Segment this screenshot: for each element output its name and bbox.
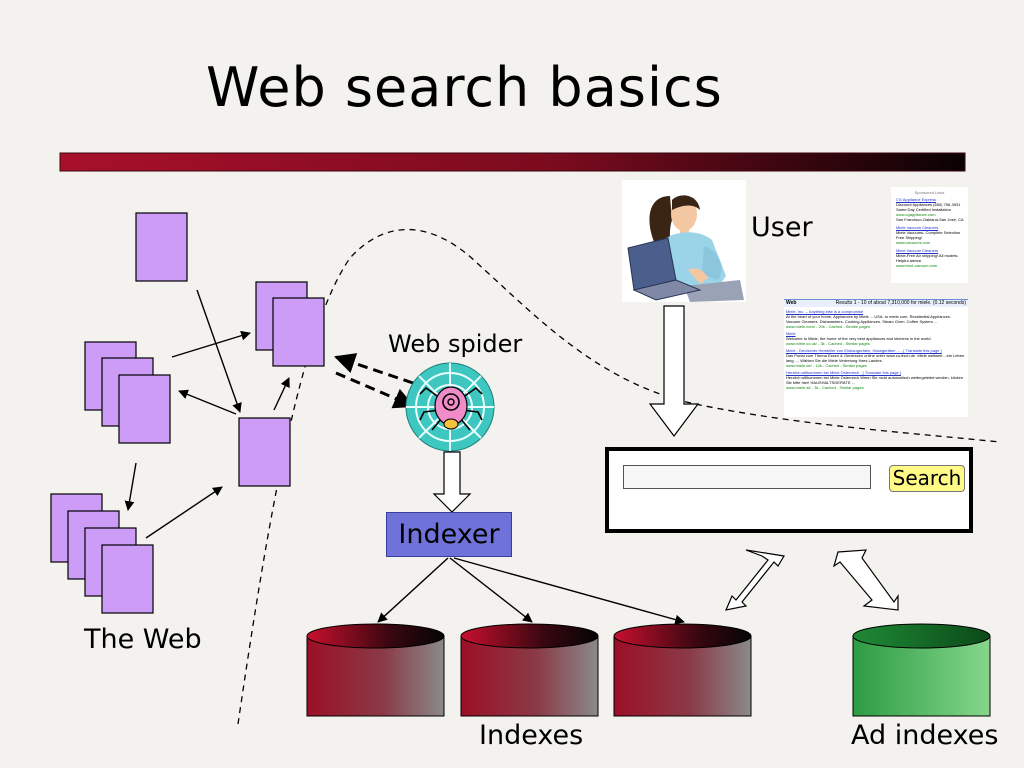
result-item: Miele, Inc. -- Anything else is a compro… xyxy=(786,309,966,329)
result-item: Herzlich willkommen bei Miele Österreich… xyxy=(786,370,966,390)
indexer-output-arrow xyxy=(377,557,449,623)
result-title[interactable]: Herzlich willkommen bei Miele Österreich… xyxy=(786,370,901,375)
result-url: www.miele.co.uk/ - 3k - Cached - Similar… xyxy=(786,341,870,346)
index-db-3 xyxy=(613,623,752,717)
result-title[interactable]: Miele xyxy=(786,331,796,336)
web-spider-label: Web spider xyxy=(388,330,523,358)
ad-extra: San Francisco-Oakland-San Jose, CA xyxy=(896,217,964,222)
spider-crawl-arrows xyxy=(334,353,415,409)
search-button[interactable]: Search xyxy=(889,465,965,492)
sponsored-links-panel: Sponsored Links CG Appliance Express Dis… xyxy=(891,187,968,283)
ad-url: www.cgappliance.com xyxy=(896,212,936,217)
web-page-node xyxy=(118,374,171,444)
indexer-output-arrow xyxy=(449,557,533,623)
search-results-panel: Web Results 1 - 10 of about 7,310,000 fo… xyxy=(784,299,968,417)
ad-item: CG Appliance Express Discount Appliances… xyxy=(896,197,968,222)
search-input[interactable] xyxy=(623,465,871,489)
indexes-label: Indexes xyxy=(479,720,584,751)
web-link-arrow xyxy=(178,389,237,415)
result-snippet: Herzlich willkommen bei Miele Österreich… xyxy=(786,375,964,385)
search-box-panel: Search xyxy=(605,447,973,533)
result-snippet: Welcome to Miele, the home of the very b… xyxy=(786,336,932,341)
ad-url: www.best-vacuum.com xyxy=(896,263,938,268)
ad-text: Discount Appliances (650) 756-3931 Same … xyxy=(896,202,961,212)
ad-index-db xyxy=(852,623,991,717)
ad-url: www.vacuums.com xyxy=(896,240,931,245)
web-links xyxy=(124,289,290,539)
results-header-right: Results 1 - 10 of about 7,310,000 for mi… xyxy=(835,300,966,306)
web-link-arrow xyxy=(145,486,223,539)
ad-item: Miele Vacuum Cleaners Miele-Free Air shi… xyxy=(896,248,968,268)
search-indexes-double-arrow xyxy=(724,549,785,611)
ad-title[interactable]: Miele Vacuum Cleaners xyxy=(896,248,939,253)
spider-to-indexer-arrow xyxy=(432,451,472,513)
spider-crawl-arrow xyxy=(335,371,415,409)
spider-on-web-icon xyxy=(405,362,495,452)
result-snippet: At the heart of your home, Appliances by… xyxy=(786,314,951,324)
sponsored-links-header: Sponsored Links xyxy=(914,190,945,195)
web-link-arrow xyxy=(196,289,242,413)
user-to-search-arrow xyxy=(648,305,700,437)
result-item: Miele Welcome to Miele, the home of the … xyxy=(786,331,966,346)
result-item: Miele - Deutscher Hersteller von Einbaug… xyxy=(786,348,966,368)
indexer-output-arrow xyxy=(453,557,685,625)
ad-text: Miele Vacuums- Complete Selection Free S… xyxy=(896,230,961,240)
result-url: www.miele.at/ - 3k - Cached - Similar pa… xyxy=(786,385,864,390)
result-title[interactable]: Miele - Deutscher Hersteller von Einbaug… xyxy=(786,348,942,353)
web-link-arrow xyxy=(171,330,251,358)
results-header: Web Results 1 - 10 of about 7,310,000 fo… xyxy=(784,299,968,307)
result-url: www.miele.de/ - 10k - Cached - Similar p… xyxy=(786,363,867,368)
ad-item: Miele Vacuum Cleaners Miele Vacuums- Com… xyxy=(896,225,968,245)
indexer-output-arrows xyxy=(377,557,685,625)
title-bar xyxy=(59,152,966,172)
web-link-arrow xyxy=(273,377,290,411)
spider-crawl-arrow xyxy=(334,353,414,385)
ad-title[interactable]: Miele Vacuum Cleaners xyxy=(896,225,939,230)
web-page-node xyxy=(238,417,291,487)
indexer-box: Indexer xyxy=(386,512,512,557)
result-title[interactable]: Miele, Inc. -- Anything else is a compro… xyxy=(786,309,864,314)
user-label: User xyxy=(751,212,813,243)
ad-title[interactable]: CG Appliance Express xyxy=(896,197,937,202)
web-page-node xyxy=(272,297,325,367)
index-db-1 xyxy=(306,623,445,717)
the-web-label: The Web xyxy=(84,624,202,655)
ad-indexes-label: Ad indexes xyxy=(851,720,999,751)
web-page-node xyxy=(101,544,154,614)
woman-at-laptop-icon xyxy=(622,180,746,302)
web-graph xyxy=(50,212,325,614)
result-snippet: Das Portal zum Thema Essen & Geniessen o… xyxy=(786,353,965,363)
web-link-arrow xyxy=(124,462,137,511)
ad-text: Miele-Free Air shipping! All models. Hel… xyxy=(896,253,959,263)
page-title: Web search basics xyxy=(206,56,723,119)
web-page-node xyxy=(135,212,188,282)
index-db-2 xyxy=(460,623,599,717)
search-adindexes-double-arrow xyxy=(832,549,899,611)
result-url: www.miele.com/ - 20k - Cached - Similar … xyxy=(786,324,871,329)
results-header-left: Web xyxy=(786,300,797,306)
